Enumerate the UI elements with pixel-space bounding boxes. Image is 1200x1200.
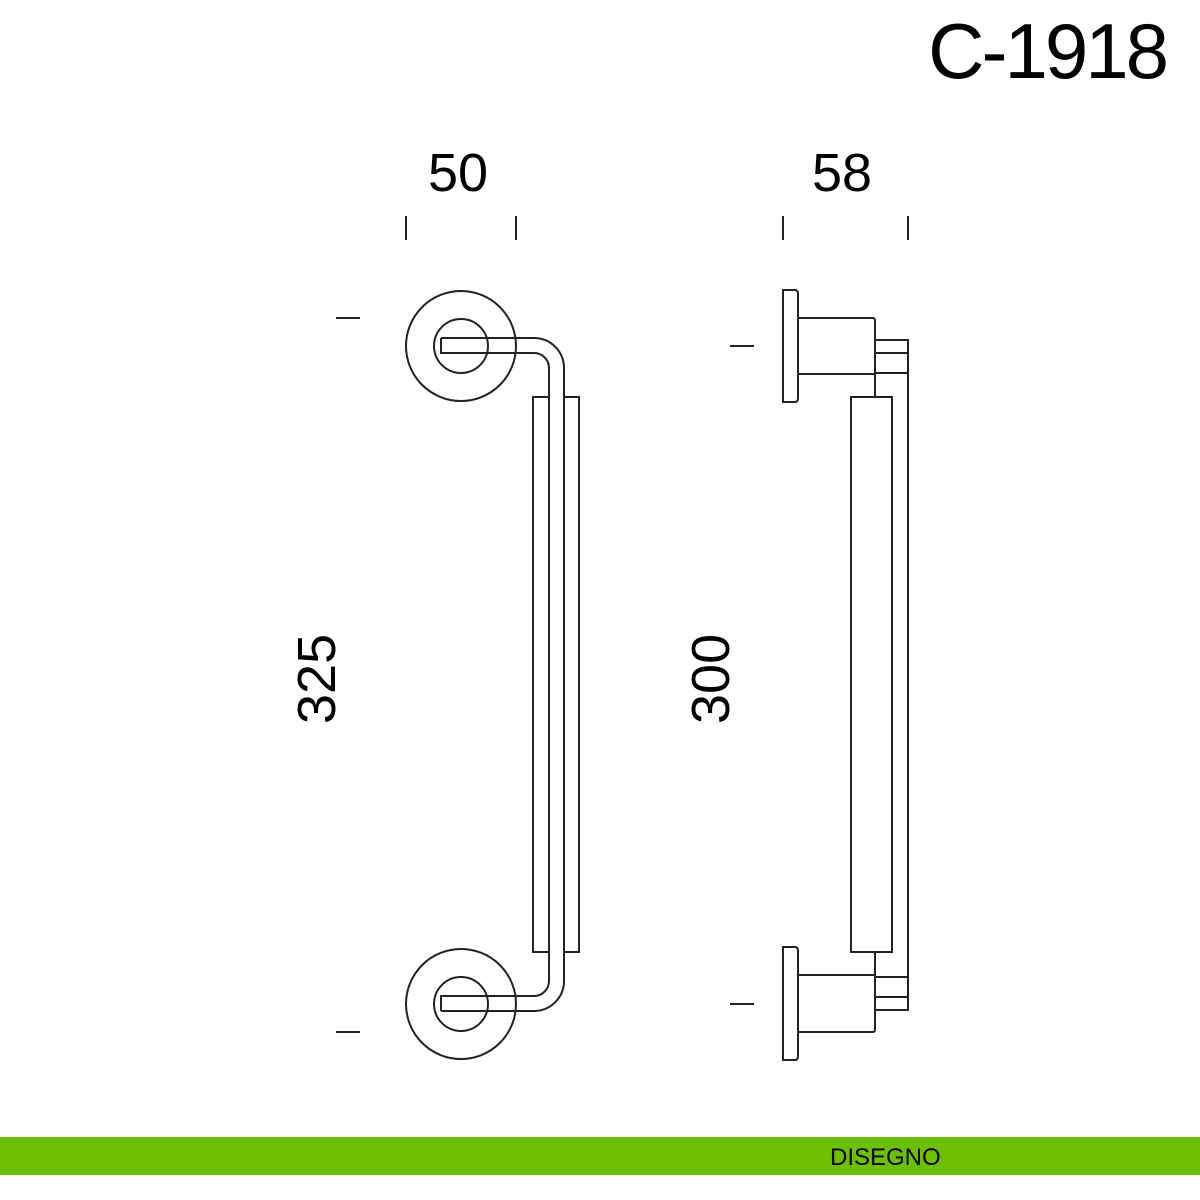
grip-side [850, 396, 893, 953]
top-rosette-inner [433, 318, 489, 374]
bottom-arm [440, 952, 565, 1012]
dimension-ticks [336, 216, 909, 1033]
product-code: C-1918 [928, 7, 1169, 95]
bottom-rosette-side [782, 946, 799, 1061]
grip-right [563, 396, 580, 953]
top-arm [440, 337, 565, 397]
footer-label: DISEGNO [830, 1144, 941, 1171]
top-post [798, 317, 876, 375]
dimension-front-width: 50 [428, 143, 489, 203]
side-view [782, 289, 909, 1061]
bottom-rosette-inner [433, 976, 489, 1032]
bottom-rosette-outer [405, 948, 517, 1060]
dimension-side-depth: 58 [812, 143, 873, 203]
top-rosette-side [782, 289, 799, 403]
footer-band [0, 1137, 1200, 1175]
grip-left [532, 396, 550, 953]
top-rosette-outer [405, 290, 517, 402]
bottom-post [798, 974, 876, 1033]
front-view [405, 290, 580, 1060]
